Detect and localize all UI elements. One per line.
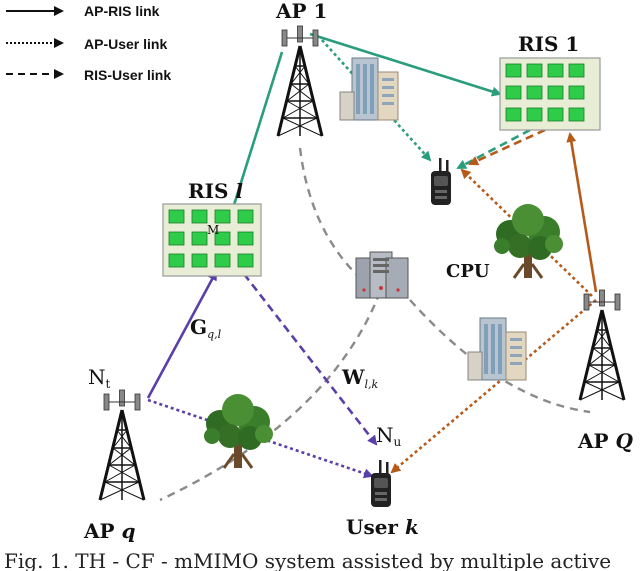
ris1-panel xyxy=(499,57,601,131)
ap1-links xyxy=(225,32,531,226)
link-risl-user xyxy=(242,273,378,446)
link-ris1-user xyxy=(456,128,531,170)
link-ris1-user-orange xyxy=(468,128,546,166)
apq-links xyxy=(146,270,378,479)
tree-icon xyxy=(492,202,565,280)
tower-icon xyxy=(276,24,324,138)
server-icon xyxy=(355,251,409,299)
legend-ap-user-label: AP-User link xyxy=(84,36,167,52)
tower-icon xyxy=(98,388,146,502)
risl-panel: M xyxy=(162,203,262,277)
legend-ap-ris-label: AP-RIS link xyxy=(84,3,160,19)
link-apQ-ris1 xyxy=(566,132,598,293)
figure-caption: Fig. 1. TH - CF - mMIMO system assisted … xyxy=(4,549,611,571)
g-channel-label: Gq,l xyxy=(190,315,222,341)
nu-label: Nu xyxy=(376,423,402,449)
link-apq-risl xyxy=(146,270,218,399)
cpu-link-apq xyxy=(159,291,382,502)
risl-label: RIS l xyxy=(188,179,243,203)
user-label: User k xyxy=(346,515,419,539)
link-ap1-risl xyxy=(225,51,284,226)
ris-elements-label: M xyxy=(207,223,219,237)
legend: AP-RIS link AP-User link RIS-User link xyxy=(6,3,171,83)
apQ-links xyxy=(390,128,598,474)
link-apQ-userk xyxy=(390,299,597,474)
tree-icon xyxy=(202,392,275,470)
apq-label: AP q xyxy=(83,519,136,543)
tower-icon xyxy=(578,288,626,402)
building-icon xyxy=(339,57,399,121)
cpu-link-ap1 xyxy=(298,147,361,279)
building-icon xyxy=(467,317,527,381)
legend-ris-user-label: RIS-User link xyxy=(84,67,171,83)
ris1-label: RIS 1 xyxy=(518,32,579,56)
apQ-label: AP Q xyxy=(577,429,634,453)
nt-label: Nt xyxy=(88,365,111,391)
link-ap1-ris1 xyxy=(309,32,502,97)
radio-device-icon xyxy=(431,158,451,205)
w-channel-label: Wl,k xyxy=(341,365,378,391)
radio-device-icon xyxy=(371,460,391,507)
cpu-label: CPU xyxy=(446,261,490,282)
ap1-label: AP 1 xyxy=(275,0,327,23)
